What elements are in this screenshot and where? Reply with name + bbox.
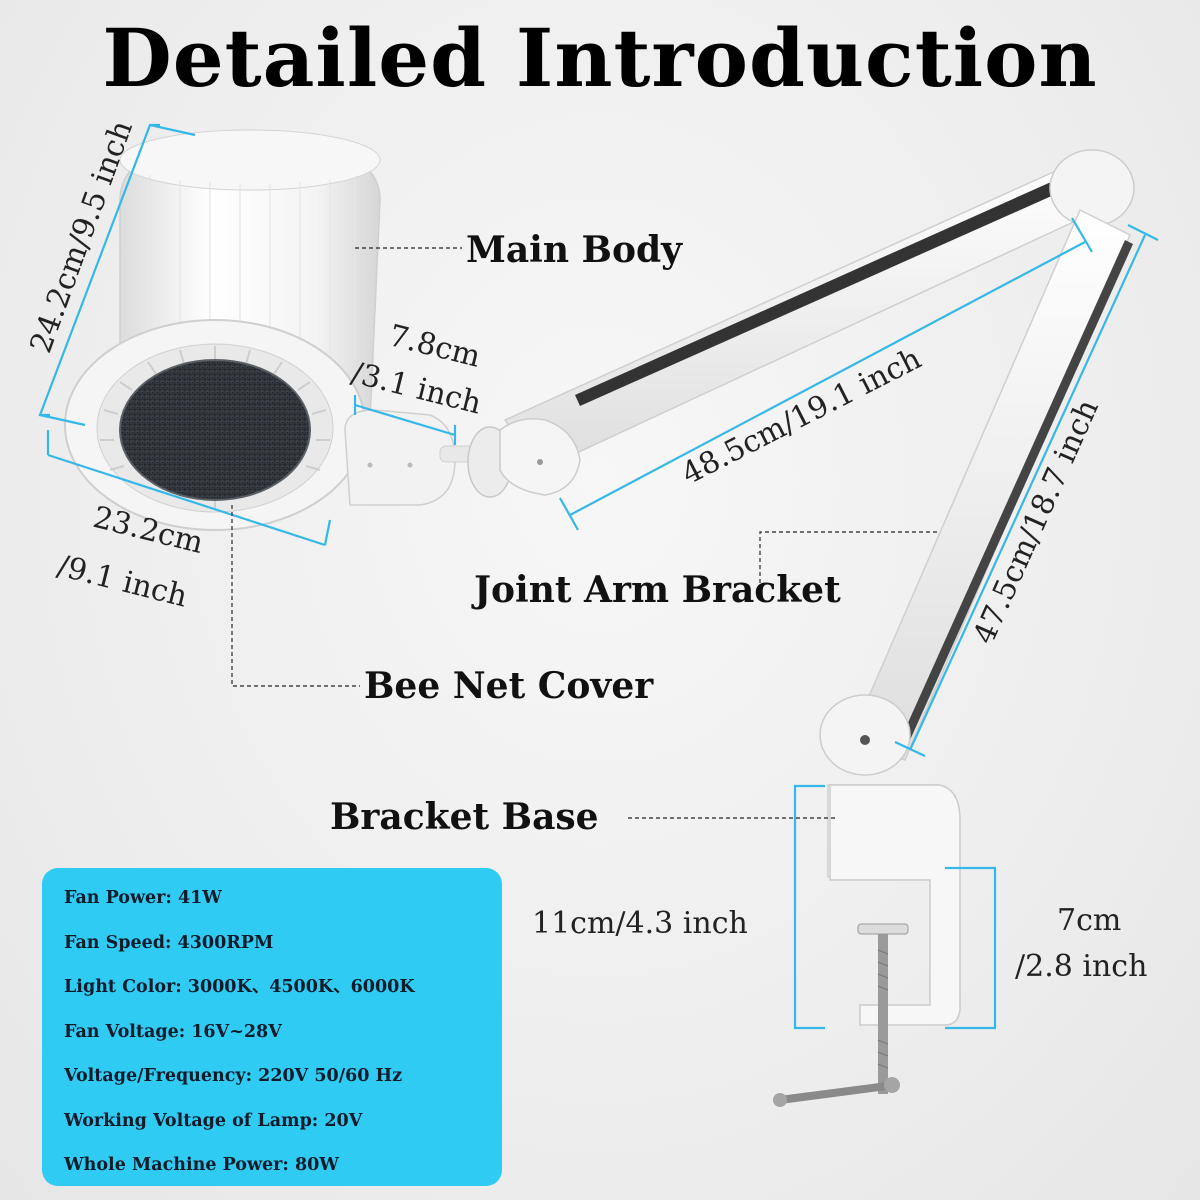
spec-fan-voltage: Fan Voltage: 16V~28V [64,1021,282,1042]
spec-machine-power: Whole Machine Power: 80W [64,1155,339,1175]
lower-arm-shape [819,208,1133,776]
spec-voltage-frequency: Voltage/Frequency: 220V 50/60 Hz [64,1066,403,1086]
spec-light-color: Light Color: 3000K、4500K、6000K [64,977,415,997]
front-ring-shape [64,319,366,531]
bracket-base-label: Bracket Base [330,796,599,838]
clamp-opening-dimension-line1: 7cm [1057,903,1122,938]
dimension-lines [38,123,1159,1030]
spec-fan-power: Fan Power: 41W [64,888,222,908]
bee-net-cover-label: Bee Net Cover [364,665,654,707]
main-body-label: Main Body [466,229,683,271]
page-title: Detailed Introduction [102,11,1098,105]
specifications-panel: Fan Power: 41W Fan Speed: 4300RPM Light … [42,868,502,1186]
clamp-opening-dimension-line2: /2.8 inch [1015,949,1148,984]
joint-arm-bracket-label: Joint Arm Bracket [474,569,841,611]
spec-fan-speed: Fan Speed: 4300RPM [64,932,274,953]
spec-lamp-voltage: Working Voltage of Lamp: 20V [64,1110,363,1131]
side-mount-shape [344,409,513,506]
upper-arm-shape [499,149,1135,496]
bracket-base-shape [773,784,961,1107]
base-height-dimension: 11cm/4.3 inch [532,906,748,941]
leader-lines [231,247,940,819]
